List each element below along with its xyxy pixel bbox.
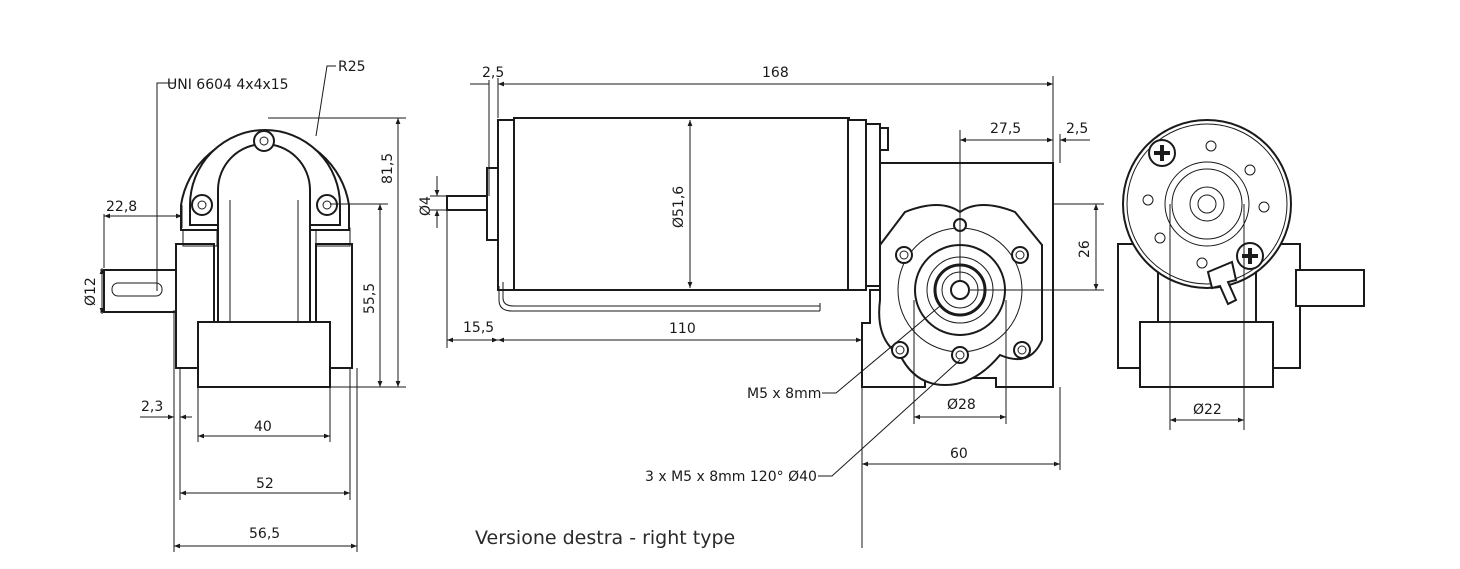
front-view: [446, 117, 1054, 388]
rear-dimensions: [1169, 204, 1245, 430]
dim-phi12: Ø12: [83, 277, 99, 306]
mount-holes-label: 3 x M5 x 8mm 120° Ø40: [645, 469, 817, 485]
motor-shaft: [446, 195, 490, 211]
dim-phi4: Ø4: [418, 196, 434, 216]
key-slot: [111, 282, 163, 297]
motor-body: [513, 117, 850, 291]
dim-26: 26: [1077, 240, 1093, 258]
dim-2-3: 2,3: [141, 399, 163, 415]
dim-2-5-left: 2,5: [482, 65, 504, 81]
dim-60: 60: [950, 446, 968, 462]
dim-56-5: 56,5: [249, 526, 280, 542]
gearbox-base: [197, 321, 331, 388]
dim-phi22: Ø22: [1193, 402, 1222, 418]
dim-phi51-6: Ø51,6: [671, 186, 687, 228]
left-dimensions: [99, 65, 406, 552]
u-bracket: [217, 143, 311, 326]
rear-shaft: [1295, 269, 1365, 307]
dim-52: 52: [256, 476, 274, 492]
drawing-caption: Versione destra - right type: [475, 527, 735, 549]
dim-27-5: 27,5: [990, 121, 1021, 137]
dim-15-5: 15,5: [463, 320, 494, 336]
dim-22-8: 22,8: [106, 199, 137, 215]
dim-81-5: 81,5: [380, 153, 396, 184]
dim-40: 40: [254, 419, 272, 435]
thread-label: M5 x 8mm: [747, 386, 821, 402]
side-view: [103, 129, 353, 388]
dim-55-5: 55,5: [362, 283, 378, 314]
output-shaft: [103, 269, 179, 313]
rear-view: [1117, 119, 1365, 388]
front-dimensions: [430, 76, 1104, 548]
dim-2-5-right: 2,5: [1066, 121, 1088, 137]
dim-phi28: Ø28: [947, 397, 976, 413]
radius-label: R25: [338, 59, 366, 75]
dim-168: 168: [762, 65, 789, 81]
gearbox-base: [1139, 321, 1274, 388]
dim-110: 110: [669, 321, 696, 337]
key-spec-label: UNI 6604 4x4x15: [167, 77, 289, 93]
